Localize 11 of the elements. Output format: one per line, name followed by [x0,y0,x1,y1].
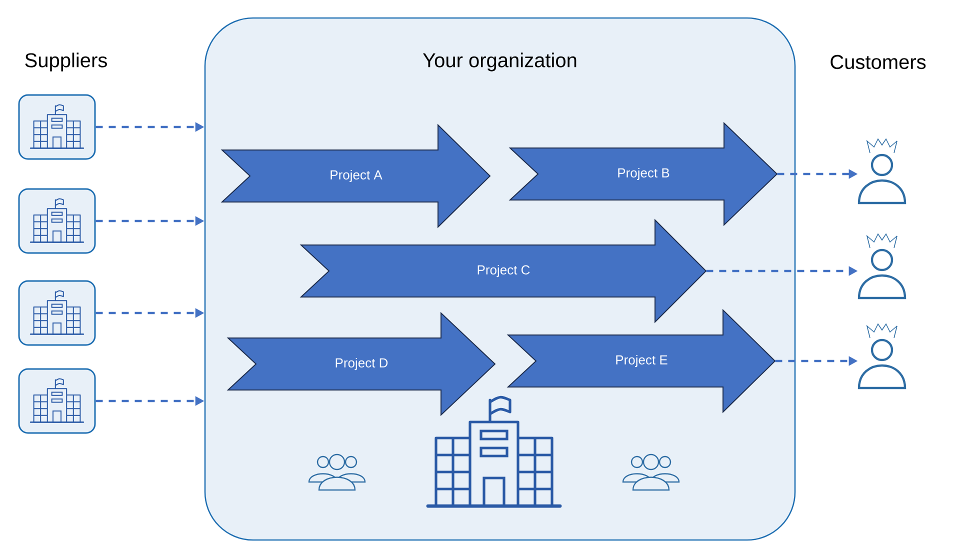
project-banner: Project C [300,218,707,324]
person-icon [858,233,906,300]
person-icon [858,138,906,204]
group-label: Suppliers [25,52,107,72]
project-banner: Project A [220,124,491,228]
project-banner: Project E [506,308,776,414]
heading: Your organization [422,52,576,72]
project-banner: Project B [508,122,778,226]
group-label: Customers [830,54,926,70]
person-icon [858,323,906,390]
project-banner: Project D [226,312,496,416]
